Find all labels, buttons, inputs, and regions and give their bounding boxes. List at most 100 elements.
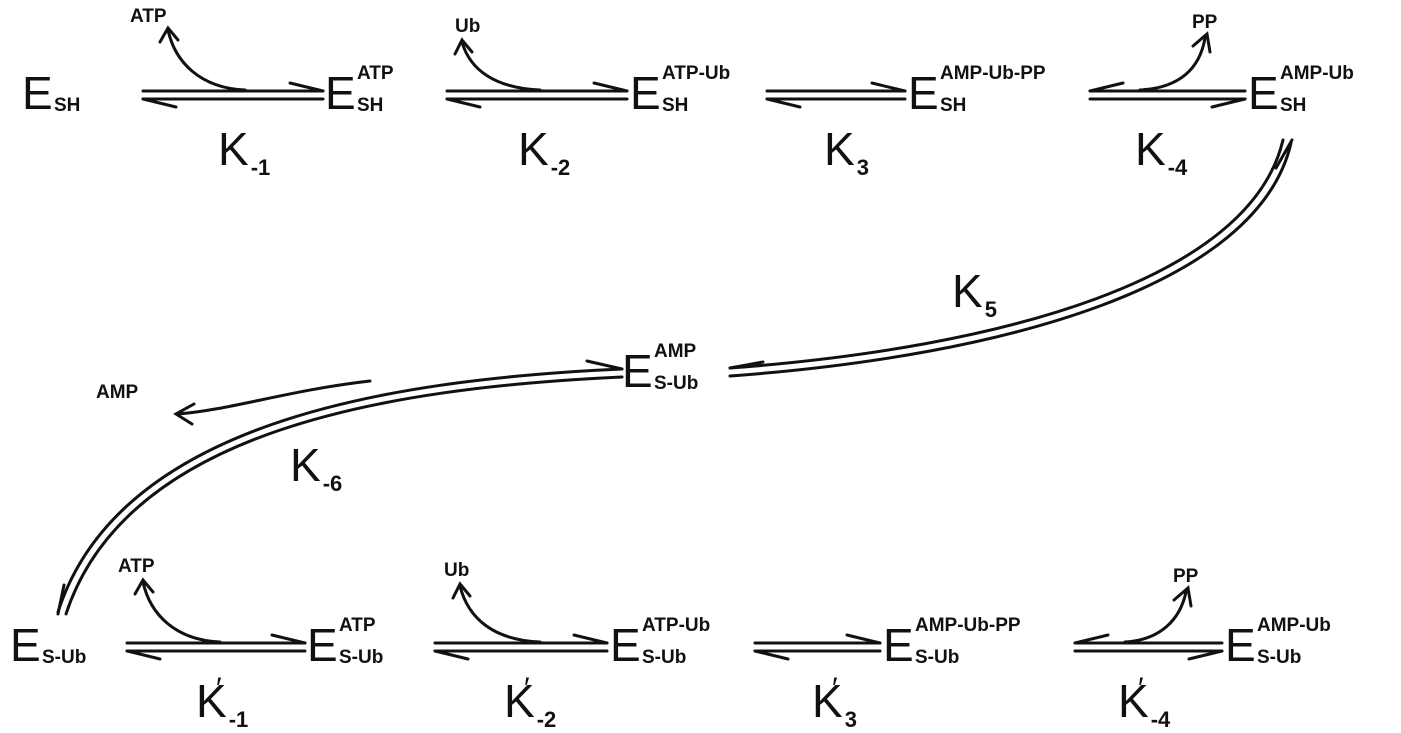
species-superscript: AMP-Ub-PP: [940, 63, 1046, 84]
reagent-ub-row1: Ub: [455, 16, 481, 37]
species-subscript: S-Ub: [642, 647, 687, 668]
species-subscript: SH: [940, 95, 967, 116]
species-base: E: [1248, 67, 1279, 119]
reagent-pp-row1: PP: [1192, 12, 1218, 33]
constant-base: K: [812, 675, 843, 727]
equilibrium-arrow-k1-prime: [125, 633, 307, 661]
rate-constant-k-4-prime: K′-4: [1118, 674, 1170, 731]
species-e-sh-atp-ub: E ATP-Ub SH: [630, 64, 730, 119]
species-superscript: AMP-Ub: [1280, 63, 1354, 84]
atp-entry-curve-2: [141, 580, 222, 644]
constant-subscript: 5: [984, 297, 997, 322]
pp-release-curve-2: [1123, 590, 1188, 644]
species-subscript: SH: [54, 95, 81, 116]
ub-entry-arrowhead-2: [451, 581, 472, 600]
species-e-sh-amp-ub-pp: E AMP-Ub-PP SH: [908, 64, 1046, 119]
equilibrium-arrow-k3-prime: [753, 633, 882, 661]
species-superscript: AMP-Ub: [1257, 615, 1331, 636]
species-subscript: SH: [357, 95, 384, 116]
constant-subscript: 3: [844, 707, 857, 732]
rate-constant-k-1-prime: K′-1: [196, 674, 248, 731]
rate-constant-k-2-prime: K′-2: [504, 674, 556, 731]
species-e-s-ub-amp-ub-pp: E AMP-Ub-PP S-Ub: [883, 616, 1021, 671]
constant-prime: ′: [832, 672, 838, 705]
rate-constant-k3: K3: [824, 123, 869, 179]
reagent-ub-row2: Ub: [444, 560, 470, 581]
constant-base: K: [290, 439, 321, 491]
species-base: E: [10, 619, 41, 671]
constant-base: K: [824, 123, 855, 175]
species-e-s-ub: E S-Ub: [10, 619, 86, 671]
species-e-s-ub-atp-ub: E ATP-Ub S-Ub: [610, 616, 710, 671]
atp-entry-arrowhead-2: [133, 577, 155, 596]
species-e-sh: E SH: [22, 67, 80, 119]
species-e-sh-amp-ub: E AMP-Ub SH: [1248, 64, 1354, 119]
reagent-pp-row2: PP: [1173, 566, 1199, 587]
species-base: E: [610, 619, 641, 671]
equilibrium-arrow-k4: [1088, 81, 1247, 109]
constant-subscript: -2: [550, 155, 571, 180]
constant-subscript: -6: [322, 471, 343, 496]
species-superscript: ATP-Ub: [642, 615, 711, 636]
species-subscript: S-Ub: [339, 647, 384, 668]
species-superscript: AMP: [654, 341, 697, 362]
species-e-s-ub-atp: E ATP S-Ub: [307, 616, 383, 671]
equilibrium-arrow-k1: [141, 81, 325, 109]
species-e-s-ub-amp-ub: E AMP-Ub S-Ub: [1225, 616, 1331, 671]
species-base: E: [1225, 619, 1256, 671]
constant-subscript: -4: [1167, 155, 1188, 180]
species-base: E: [883, 619, 914, 671]
rate-constant-k-1: K-1: [218, 123, 270, 179]
equilibrium-arrow-k2: [445, 81, 629, 109]
species-superscript: ATP-Ub: [662, 63, 731, 84]
species-superscript: ATP: [357, 63, 394, 84]
constant-base: K: [196, 675, 227, 727]
species-subscript: SH: [1280, 95, 1307, 116]
equilibrium-arrow-k3: [765, 81, 907, 109]
k5-curved-arrow: [728, 138, 1294, 378]
constant-base: K: [952, 265, 983, 317]
constant-base: K: [218, 123, 249, 175]
species-superscript: AMP-Ub-PP: [915, 615, 1021, 636]
constant-prime: ′: [524, 672, 530, 705]
species-superscript: ATP: [339, 615, 376, 636]
ub-entry-arrowhead-1: [453, 37, 474, 56]
species-e-s-ub-amp: E AMP S-Ub: [622, 342, 698, 397]
amp-release-arrowhead: [173, 402, 196, 426]
species-base: E: [622, 345, 653, 397]
atp-entry-curve-1: [166, 28, 247, 92]
species-subscript: S-Ub: [1257, 647, 1302, 668]
rate-constant-k3-prime: K′3: [812, 674, 857, 731]
constant-prime: ′: [216, 672, 222, 705]
species-base: E: [908, 67, 939, 119]
constant-subscript: -4: [1150, 707, 1171, 732]
pp-release-arrowhead-1: [1191, 31, 1212, 54]
species-subscript: SH: [662, 95, 689, 116]
constant-base: K: [1135, 123, 1166, 175]
species-base: E: [325, 67, 356, 119]
k6-curved-arrow: [56, 359, 624, 616]
rate-constant-k5: K5: [952, 265, 997, 321]
pp-release-curve-1: [1138, 36, 1207, 92]
constant-subscript: -2: [536, 707, 557, 732]
rate-constant-k-2: K-2: [518, 123, 570, 179]
species-subscript: S-Ub: [654, 373, 699, 394]
reagent-atp-row1: ATP: [130, 6, 167, 27]
species-base: E: [630, 67, 661, 119]
constant-base: K: [504, 675, 535, 727]
atp-entry-arrowhead-1: [158, 25, 180, 44]
species-subscript: S-Ub: [42, 647, 87, 668]
species-base: E: [22, 67, 53, 119]
equilibrium-arrow-k4-prime: [1073, 633, 1224, 661]
reagent-atp-row2: ATP: [118, 556, 155, 577]
reagent-amp: AMP: [96, 382, 139, 403]
species-subscript: S-Ub: [915, 647, 960, 668]
rate-constant-k-6: K-6: [290, 439, 342, 495]
ub-entry-curve-2: [458, 584, 542, 644]
species-base: E: [307, 619, 338, 671]
constant-subscript: -1: [228, 707, 249, 732]
constant-subscript: -1: [250, 155, 271, 180]
constant-base: K: [518, 123, 549, 175]
amp-release-curve: [176, 379, 372, 416]
